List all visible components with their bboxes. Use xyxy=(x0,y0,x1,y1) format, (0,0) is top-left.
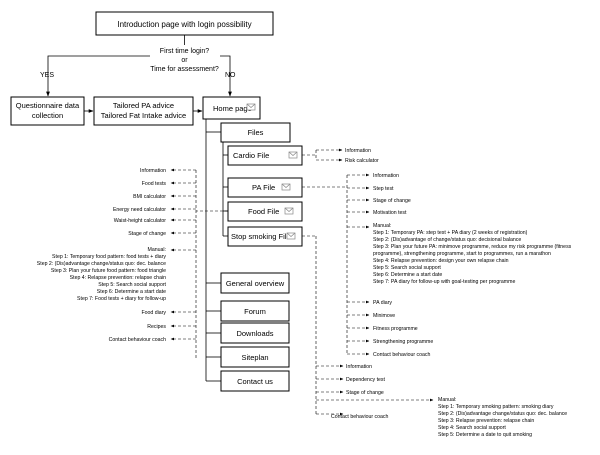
pa-manual-line: Step 3: Plan your future PA: minimove pr… xyxy=(373,244,572,250)
tailored-line-1: Tailored PA advice xyxy=(113,101,174,110)
smoking-contact-coach-label: Contact behaviour coach xyxy=(331,414,389,420)
smoking-branch: Information Dependency test Stage of cha… xyxy=(302,235,567,438)
smoking-dependency-test-label: Dependency test xyxy=(346,377,385,383)
pa-information-label: Information xyxy=(373,173,399,179)
question-line-2: or xyxy=(181,57,188,64)
questionnaire-line-2: collection xyxy=(32,111,63,120)
contact-us-box[interactable]: Contact us xyxy=(220,370,290,392)
food-manual-line: Step 3: Plan your future food pattern: f… xyxy=(51,268,166,274)
pa-manual-line: Manual: xyxy=(373,223,391,229)
smoking-manual-line: Step 2: (Dis)advantage change/status quo… xyxy=(438,411,567,417)
siteplan-label: Siteplan xyxy=(241,353,268,362)
pa-stage-of-change-label: Stage of change xyxy=(373,198,411,204)
questionnaire-line-1: Questionnaire data xyxy=(16,101,80,110)
food-manual-line: Manual: xyxy=(148,247,166,253)
food-manual-line: Step 7: Food tests + diary for follow-up xyxy=(77,296,166,302)
pa-step-test-label: Step test xyxy=(373,186,394,192)
tailored-advice-box: Tailored PA advice Tailored Fat Intake a… xyxy=(93,96,194,126)
food-manual-line: Step 1: Temporary food pattern: food tes… xyxy=(52,254,166,260)
envelope-icon xyxy=(286,232,296,240)
siteplan-box[interactable]: Siteplan xyxy=(220,346,290,368)
forum-label: Forum xyxy=(244,307,266,316)
food-diary-label: Food diary xyxy=(141,310,166,316)
yes-branch-arrow xyxy=(46,55,150,97)
smoking-manual-line: Step 5: Determine a date to quit smoking xyxy=(438,432,532,438)
envelope-icon xyxy=(288,151,298,159)
login-question: First time login? or Time for assessment… xyxy=(150,48,219,73)
pa-file-label: PA File xyxy=(252,183,275,192)
food-manual-line: Step 2: (Dis)advantage change/status quo… xyxy=(37,261,166,267)
food-file-label: Food File xyxy=(248,207,279,216)
pa-manual-line: Step 1: Temporary PA: step test + PA dia… xyxy=(373,230,528,236)
cardio-risk-calculator-label: Risk calculator xyxy=(345,158,379,164)
home-label: Home page xyxy=(213,104,252,113)
pa-manual-line: programme), strengthening programme, sta… xyxy=(373,251,551,257)
intro-label: Introduction page with login possibility xyxy=(117,20,251,29)
food-tests-label: Food tests xyxy=(142,181,167,187)
intro-box: Introduction page with login possibility xyxy=(95,11,274,36)
no-label: NO xyxy=(225,72,236,79)
pa-contact-coach-label: Contact behaviour coach xyxy=(373,352,431,358)
food-recipes-label: Recipes xyxy=(147,324,166,330)
smoking-manual-line: Step 4: Search social support xyxy=(438,425,506,431)
pa-minimove-label: Minimove xyxy=(373,313,395,319)
downloads-label: Downloads xyxy=(236,329,273,338)
smoking-stage-of-change-label: Stage of change xyxy=(346,390,384,396)
question-line-3: Time for assessment? xyxy=(150,66,219,73)
food-manual-line: Step 6: Determine a start date xyxy=(97,289,166,295)
pa-branch: Information Step test Stage of change Mo… xyxy=(302,173,572,358)
pa-manual-line: Step 2: (Dis)advantage of change/status … xyxy=(373,237,521,243)
pa-manual-line: Step 6: Determine a start date xyxy=(373,272,442,278)
food-manual-line: Step 5: Search social support xyxy=(98,282,166,288)
cardio-file-box[interactable]: Cardio File xyxy=(227,145,303,166)
cardio-branch: Information Risk calculator xyxy=(302,148,379,164)
cardio-file-label: Cardio File xyxy=(233,151,269,160)
smoking-information-label: Information xyxy=(346,364,372,370)
food-energy-label: Energy need calculator xyxy=(113,207,166,213)
questionnaire-box: Questionnaire data collection xyxy=(10,96,85,126)
pa-file-box[interactable]: PA File xyxy=(227,177,303,198)
contact-us-label: Contact us xyxy=(237,377,273,386)
food-manual-line: Step 4: Relapse prevention: relapse chai… xyxy=(70,275,166,281)
smoking-manual-line: Step 1: Temporary smoking pattern: smoki… xyxy=(438,404,554,410)
pa-manual-line: Step 5: Search social support xyxy=(373,265,441,271)
no-branch-arrow xyxy=(220,55,232,97)
general-overview-box[interactable]: General overview xyxy=(220,272,290,294)
food-bmi-label: BMI calculator xyxy=(133,194,166,200)
home-page-box[interactable]: Home page xyxy=(202,96,261,120)
forum-box[interactable]: Forum xyxy=(220,300,290,322)
stop-smoking-file-box[interactable]: Stop smoking File xyxy=(227,226,303,247)
envelope-icon xyxy=(246,103,256,111)
stop-smoking-file-label: Stop smoking File xyxy=(231,232,291,241)
pa-diary-label: PA diary xyxy=(373,300,392,306)
pa-strengthening-label: Strengthening programme xyxy=(373,339,433,345)
files-box[interactable]: Files xyxy=(220,122,291,143)
pa-motivation-test-label: Motivation test xyxy=(373,210,407,216)
files-label: Files xyxy=(248,128,264,137)
food-information-label: Information xyxy=(140,168,166,174)
cardio-information-label: Information xyxy=(345,148,371,154)
tailored-line-2: Tailored Fat Intake advice xyxy=(101,111,186,120)
food-stage-label: Stage of change xyxy=(128,231,166,237)
pa-manual-line: Step 7: PA diary for follow-up with goal… xyxy=(373,279,515,285)
envelope-icon xyxy=(284,207,294,215)
food-contact-coach-label: Contact behaviour coach xyxy=(109,337,167,343)
smoking-manual-line: Manual: xyxy=(438,397,456,403)
yes-label: YES xyxy=(40,72,54,79)
general-overview-label: General overview xyxy=(226,279,285,288)
question-line-1: First time login? xyxy=(160,48,210,55)
food-branch: Information Food tests BMI calculator En… xyxy=(37,168,228,359)
envelope-icon xyxy=(281,183,291,191)
pa-fitness-label: Fitness programme xyxy=(373,326,418,332)
food-waist-label: Waist-height calculator xyxy=(114,218,167,224)
smoking-manual-line: Step 3: Relapse prevention: relapse chai… xyxy=(438,418,534,424)
downloads-box[interactable]: Downloads xyxy=(220,322,290,344)
food-file-box[interactable]: Food File xyxy=(227,201,303,222)
pa-manual-line: Step 4: Relapse prevention: design your … xyxy=(373,258,509,264)
